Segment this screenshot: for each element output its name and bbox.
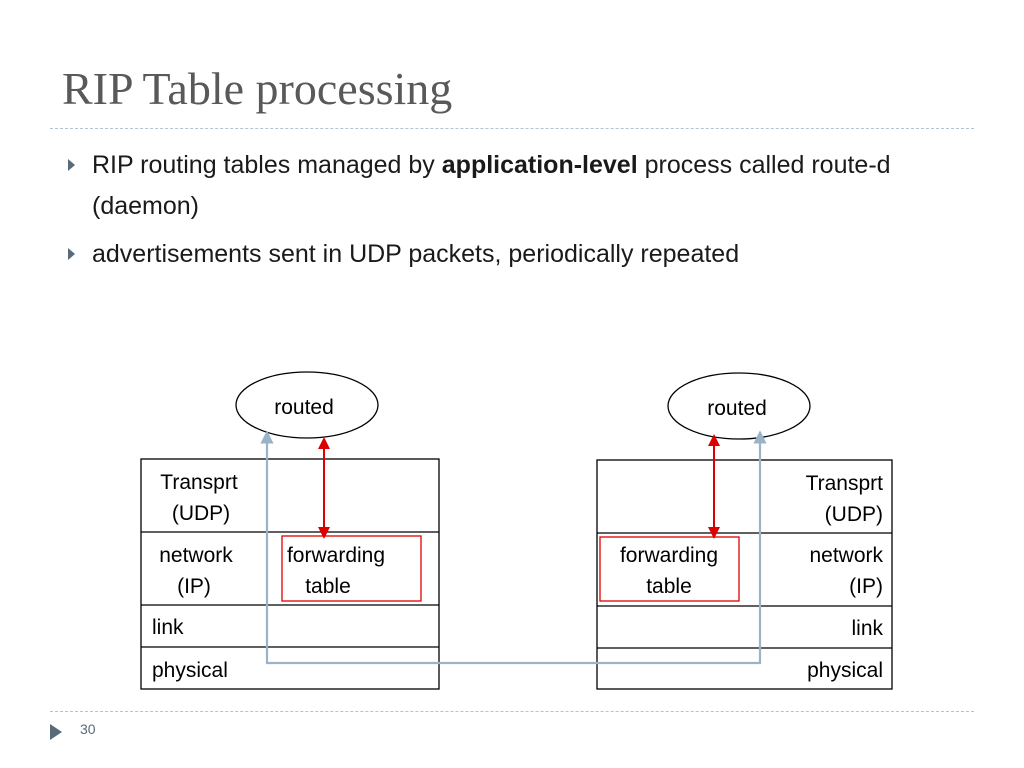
- network-layer-label: network: [809, 544, 883, 567]
- forwarding-table-label: forwarding: [287, 544, 385, 567]
- bullet-arrow-icon: [68, 248, 75, 260]
- bullet-text: RIP routing tables managed by: [92, 151, 442, 179]
- bullet-bold-text: application-level: [441, 151, 638, 179]
- protocol-stack-box: [596, 459, 893, 690]
- protocol-stack-box: [140, 458, 440, 690]
- forwarding-table-sublabel: table: [305, 575, 351, 598]
- page-number: 30: [80, 721, 96, 737]
- advertisement-path-arrow: [260, 430, 767, 665]
- network-layer-sublabel: (IP): [177, 575, 211, 598]
- forwarding-table-sublabel: table: [646, 575, 692, 598]
- physical-layer-label: physical: [807, 659, 883, 682]
- network-layer-label: network: [159, 544, 233, 567]
- bullet-text-continued: process called route-d (daemon): [92, 151, 891, 220]
- bullet-item: advertisements sent in UDP packets, peri…: [68, 234, 912, 275]
- link-layer-label: link: [851, 617, 883, 640]
- forwarding-table-box: [281, 535, 422, 602]
- network-layer-sublabel: (IP): [849, 575, 883, 598]
- left-router: routed Transprt (UDP) network (IP) forwa…: [140, 371, 440, 690]
- routed-label: routed: [274, 396, 334, 419]
- transport-layer-label: Transprt: [160, 471, 238, 494]
- slide-marker-icon: [50, 724, 62, 740]
- title-divider: [50, 128, 974, 129]
- forwarding-table-box: [599, 536, 740, 602]
- transport-layer-sublabel: (UDP): [825, 503, 883, 526]
- slide-title: RIP Table processing: [62, 63, 453, 114]
- link-layer-label: link: [152, 616, 184, 639]
- physical-layer-label: physical: [152, 659, 228, 682]
- bullet-arrow-icon: [68, 159, 75, 171]
- bullet-item: RIP routing tables managed by applicatio…: [68, 145, 912, 227]
- transport-layer-sublabel: (UDP): [172, 502, 230, 525]
- routed-label: routed: [707, 397, 767, 420]
- footer-divider: [50, 711, 974, 712]
- bullet-text: advertisements sent in UDP packets, peri…: [92, 240, 740, 268]
- forwarding-table-label: forwarding: [620, 544, 718, 567]
- transport-layer-label: Transprt: [806, 472, 884, 495]
- right-router: routed Transprt (UDP) network (IP) forwa…: [596, 372, 893, 690]
